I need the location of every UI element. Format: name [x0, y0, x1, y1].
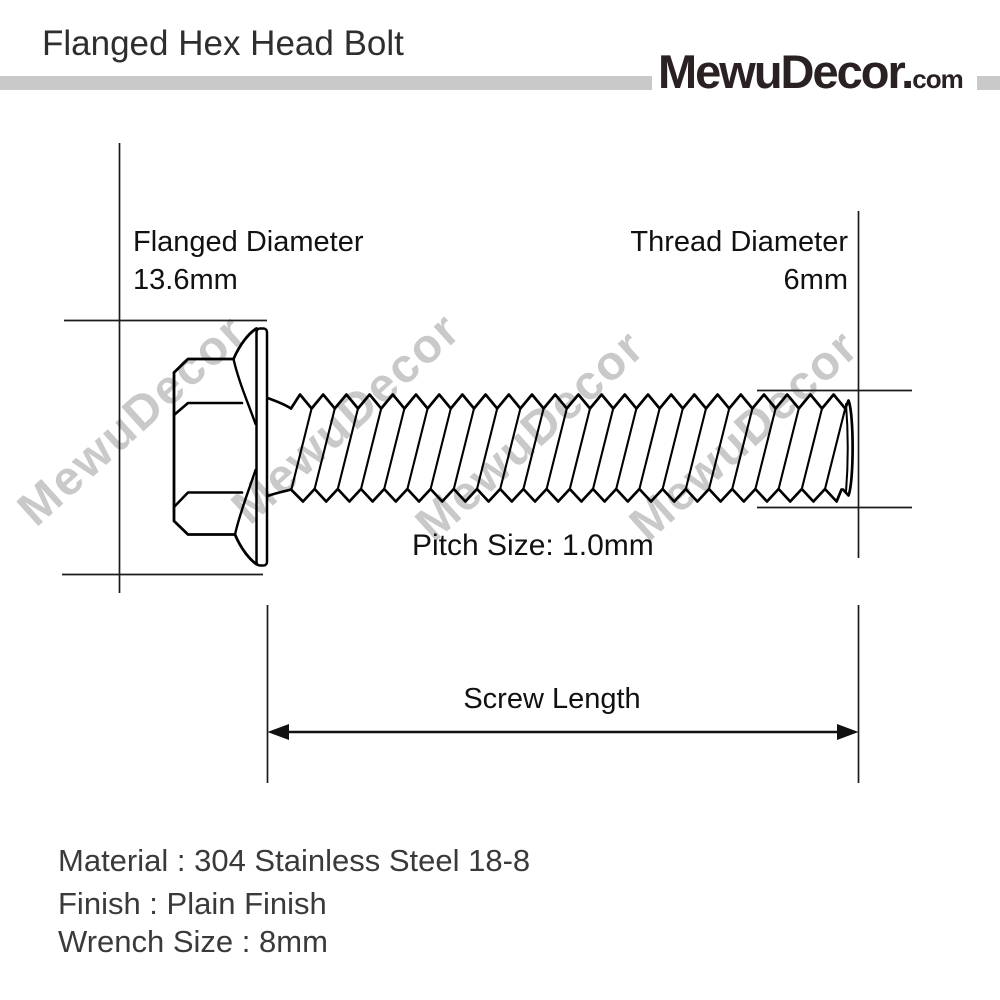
flange-disc — [255, 327, 269, 567]
spec-finish: Finish : Plain Finish — [58, 886, 327, 921]
arrow-head-left — [267, 724, 289, 740]
flange-curve-lower-inner — [233, 468, 257, 536]
thread-crest-top — [289, 393, 847, 410]
spec-material: Material : 304 Stainless Steel 18-8 — [58, 843, 531, 878]
screw-length-label: Screw Length — [463, 683, 641, 715]
screw-length-arrow — [267, 724, 859, 740]
hex-facet-line-lower — [172, 491, 244, 509]
spec-wrench-size: Wrench Size : 8mm — [58, 924, 328, 959]
thread-flank-lines — [290, 407, 847, 491]
arrow-head-right — [837, 724, 859, 740]
page-title: Flanged Hex Head Bolt — [42, 24, 404, 63]
hex-facet-line-upper — [172, 401, 244, 417]
neck-top-edge — [266, 396, 293, 410]
bolt-outline — [172, 327, 854, 567]
thread-diameter-label: Thread Diameter — [630, 226, 848, 258]
flanged-diameter-label: Flanged Diameter — [133, 226, 364, 258]
brand-tld: com — [912, 64, 963, 94]
thread-crest-bottom — [289, 487, 843, 503]
header-divider-bar-left — [0, 76, 652, 90]
neck-bottom-edge — [266, 488, 293, 498]
pitch-size-label: Pitch Size: 1.0mm — [412, 529, 654, 562]
header-divider-bar-right — [977, 76, 1000, 90]
hex-head-outline — [172, 357, 237, 536]
flanged-diameter-value: 13.6mm — [133, 264, 238, 296]
brand-name: MewuDecor. — [658, 45, 914, 98]
dimension-lines — [62, 143, 912, 783]
flange-curve-lower-outer — [233, 533, 259, 566]
flange-curve-upper-inner — [232, 357, 257, 426]
brand-logo: MewuDecor.com — [658, 44, 964, 99]
flange-curve-upper-outer — [232, 327, 258, 361]
thread-diameter-value: 6mm — [783, 264, 848, 296]
bolt-end-inner-line — [845, 403, 849, 493]
bolt-end-face — [841, 399, 854, 497]
